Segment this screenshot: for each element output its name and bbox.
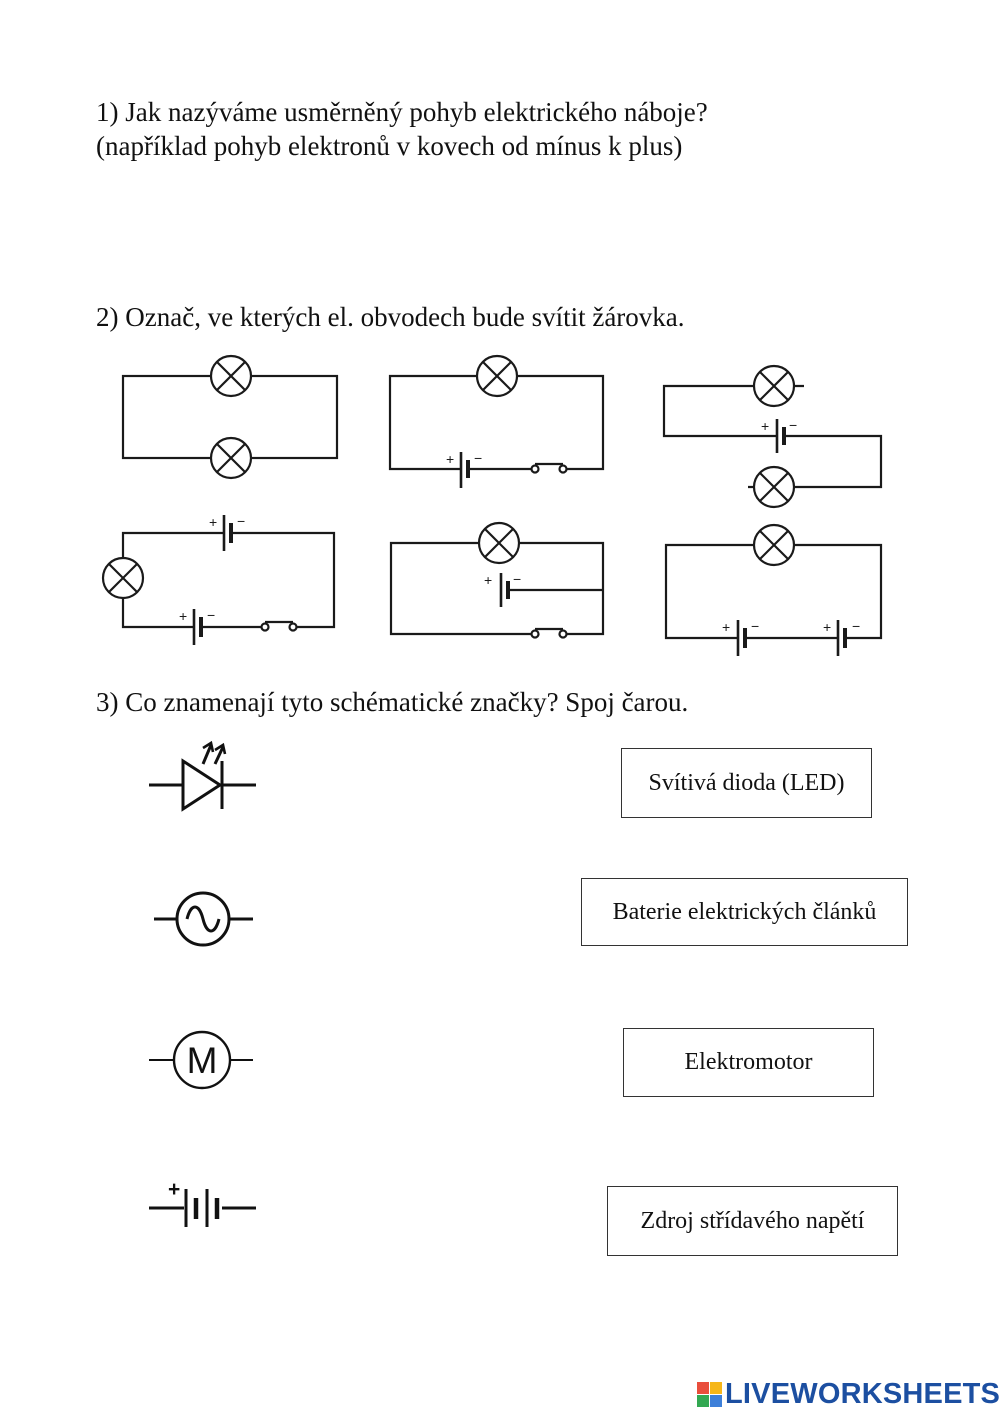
plus-label: +: [823, 619, 831, 635]
motor-label: M: [187, 1040, 218, 1081]
lamp-icon: [752, 465, 796, 509]
battery-icon: + −: [484, 571, 521, 607]
plus-label: +: [168, 1178, 180, 1201]
answer-box-led[interactable]: Svítivá dioda (LED): [621, 748, 872, 818]
question-1-hint: (například pohyb elektronů v kovech od m…: [96, 131, 683, 161]
answer-box-battery[interactable]: Baterie elektrických článků: [581, 878, 908, 946]
liveworksheets-logo-icon: [697, 1382, 722, 1407]
lamp-icon: [752, 364, 796, 408]
battery-icon: + −: [823, 618, 860, 656]
answer-box-ac-source[interactable]: Zdroj střídavého napětí: [607, 1186, 898, 1256]
battery-icon: + −: [446, 450, 482, 488]
plus-label: +: [484, 572, 492, 588]
battery-icon: + −: [761, 417, 797, 453]
plus-label: +: [209, 514, 217, 530]
liveworksheets-logo: LIVEWORKSHEETS: [697, 1376, 1000, 1412]
question-3-text: 3) Co znamenají tyto schématické značky?…: [96, 687, 689, 717]
minus-label: −: [237, 513, 245, 529]
minus-label: −: [751, 618, 759, 634]
ac-source-symbol-icon[interactable]: [152, 889, 257, 949]
switch-icon: [260, 620, 298, 632]
minus-label: −: [513, 571, 521, 587]
plus-label: +: [761, 418, 769, 434]
minus-label: −: [474, 450, 482, 466]
lamp-icon: [477, 521, 521, 565]
minus-label: −: [852, 618, 860, 634]
question-2-text: 2) Označ, ve kterých el. obvodech bude s…: [96, 302, 685, 332]
lamp-icon: [209, 436, 253, 480]
battery-icon: + −: [209, 513, 245, 551]
plus-label: +: [179, 608, 187, 624]
lamp-icon: [101, 556, 145, 600]
led-symbol-icon[interactable]: [146, 736, 261, 816]
plus-label: +: [446, 451, 454, 467]
switch-icon: [530, 627, 568, 639]
liveworksheets-logo-text: LIVEWORKSHEETS: [725, 1377, 1000, 1410]
lamp-icon: [209, 354, 253, 398]
minus-label: −: [789, 417, 797, 433]
switch-icon: [530, 462, 568, 474]
question-1: 1) Jak nazýváme usměrněný pohyb elektric…: [96, 95, 708, 163]
battery-icon: + −: [179, 607, 215, 645]
plus-label: +: [722, 619, 730, 635]
battery-symbol-icon[interactable]: +: [147, 1177, 259, 1237]
lamp-icon: [475, 354, 519, 398]
question-1-text: 1) Jak nazýváme usměrněný pohyb elektric…: [96, 97, 708, 127]
battery-icon: + −: [722, 618, 759, 656]
minus-label: −: [207, 607, 215, 623]
answer-box-motor[interactable]: Elektromotor: [623, 1028, 874, 1097]
lamp-icon: [752, 523, 796, 567]
motor-symbol-icon[interactable]: M: [147, 1029, 257, 1093]
